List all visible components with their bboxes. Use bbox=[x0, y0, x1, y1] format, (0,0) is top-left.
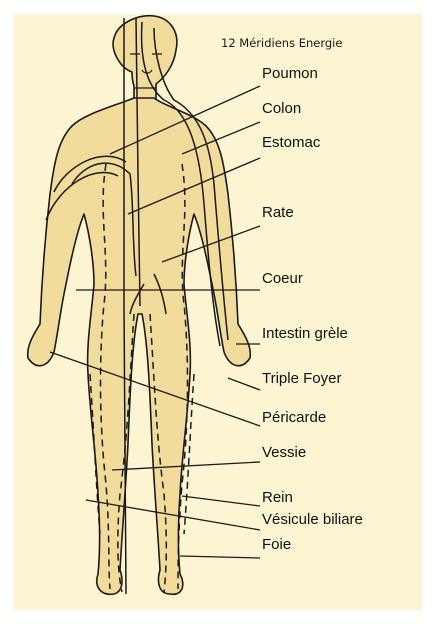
label-vessie: Vessie bbox=[262, 444, 306, 462]
label-poumon: Poumon bbox=[262, 65, 318, 83]
body-silhouette bbox=[28, 16, 251, 595]
label-triple-foyer: Triple Foyer bbox=[262, 370, 341, 388]
label-intestin-grele: Intestin grèle bbox=[262, 325, 348, 343]
leader-foie bbox=[180, 556, 260, 558]
diagram-panel: 12 Méridiens Energie Poumon Colon Estoma… bbox=[14, 14, 422, 610]
label-estomac: Estomac bbox=[262, 134, 320, 152]
label-rate: Rate bbox=[262, 204, 294, 222]
leader-rein bbox=[182, 496, 260, 506]
label-foie: Foie bbox=[262, 536, 291, 554]
label-coeur: Coeur bbox=[262, 270, 303, 288]
label-pericarde: Péricarde bbox=[262, 409, 326, 427]
label-vesicule-biliare: Vésicule biliare bbox=[262, 511, 363, 529]
diagram-title: 12 Méridiens Energie bbox=[221, 36, 391, 50]
body-outline bbox=[28, 98, 251, 594]
leader-vessie bbox=[112, 462, 260, 470]
label-rein: Rein bbox=[262, 489, 293, 507]
label-colon: Colon bbox=[262, 100, 301, 118]
leader-triple bbox=[228, 378, 260, 390]
